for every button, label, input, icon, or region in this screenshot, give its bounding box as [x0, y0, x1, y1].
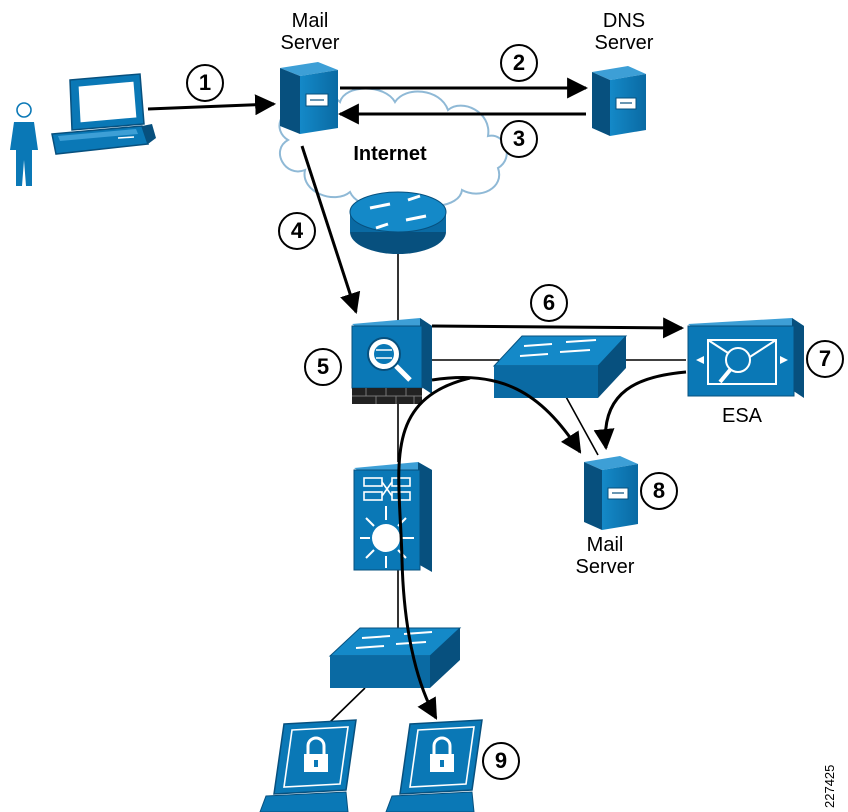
mail-server-bottom-label: Mail Server [560, 534, 650, 578]
internet-label: Internet [353, 143, 427, 165]
mail-server-bottom-line1: Mail [586, 534, 624, 556]
step-5-marker: 5 [304, 348, 342, 386]
arrow-firewall-to-mailserver [431, 376, 582, 454]
mail-server-top-label: Mail Server [270, 10, 350, 54]
esa-label: ESA [721, 405, 763, 427]
step-7-marker: 7 [806, 340, 844, 378]
step-2-marker: 2 [500, 44, 538, 82]
access-laptop1-link [329, 687, 366, 723]
step-6-marker: 6 [530, 284, 568, 322]
switch-mailserver-link [564, 394, 599, 456]
arrow-step-1 [147, 94, 277, 116]
flow-arrows [147, 77, 687, 720]
step-9-marker: 9 [482, 742, 520, 780]
multilayer-switch-icon [353, 462, 432, 572]
step-1-marker: 1 [186, 64, 224, 102]
step-4-marker: 4 [278, 212, 316, 250]
step-3-marker: 3 [500, 120, 538, 158]
firewall-ips-icon [351, 318, 432, 404]
server-icon-mail-bottom [584, 456, 638, 530]
workgroup-switch-icon-access [328, 627, 462, 688]
mail-server-top-line2: Server [280, 32, 340, 54]
dns-server-label: DNS Server [584, 10, 664, 54]
server-icon-dns [592, 66, 646, 136]
dns-server-line1: DNS [602, 10, 646, 32]
router-icon [349, 191, 447, 254]
email-security-appliance-icon [687, 318, 804, 398]
person-icon [10, 102, 38, 186]
arrow-step-6 [431, 317, 685, 339]
server-icon-mail-top [280, 62, 338, 134]
step-8-marker: 8 [640, 472, 678, 510]
arrow-step-9 [397, 376, 471, 720]
arrow-step-4 [300, 145, 361, 314]
locked-laptop-icon-2 [385, 719, 483, 812]
arrow-esa-to-mailserver [593, 370, 687, 451]
desktop-computer-icon [51, 73, 156, 155]
dns-server-line2: Server [594, 32, 654, 54]
network-links [329, 250, 686, 723]
figure-id: 227425 [822, 764, 837, 808]
mail-server-top-line1: Mail [291, 10, 329, 32]
locked-laptop-icon-1 [259, 719, 357, 812]
mail-server-bottom-line2: Server [575, 556, 635, 578]
